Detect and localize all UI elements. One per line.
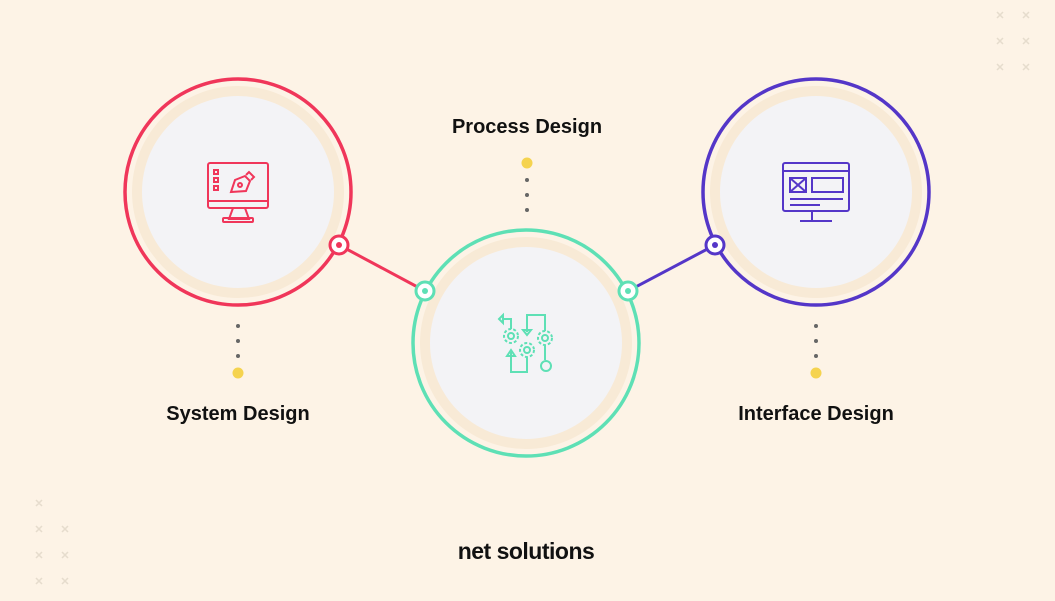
- brand-logo: net solutions: [457, 538, 595, 564]
- process-design-label: Process Design: [451, 116, 603, 138]
- system-design-label: System Design: [166, 403, 310, 425]
- interface-design-node: [701, 77, 931, 307]
- process-design-node: [411, 228, 641, 458]
- system-design-node: [123, 77, 353, 307]
- connector-process-interface: [627, 243, 716, 293]
- web-layout-icon: [782, 162, 850, 222]
- interface-design-label: Interface Design: [738, 403, 894, 425]
- decorative-crosses: [35, 11, 1030, 585]
- monitor-pen-icon: [207, 162, 269, 223]
- connector-system-process: [338, 243, 426, 293]
- dot-leaders: [232, 157, 822, 379]
- gears-flow-icon: [497, 312, 553, 373]
